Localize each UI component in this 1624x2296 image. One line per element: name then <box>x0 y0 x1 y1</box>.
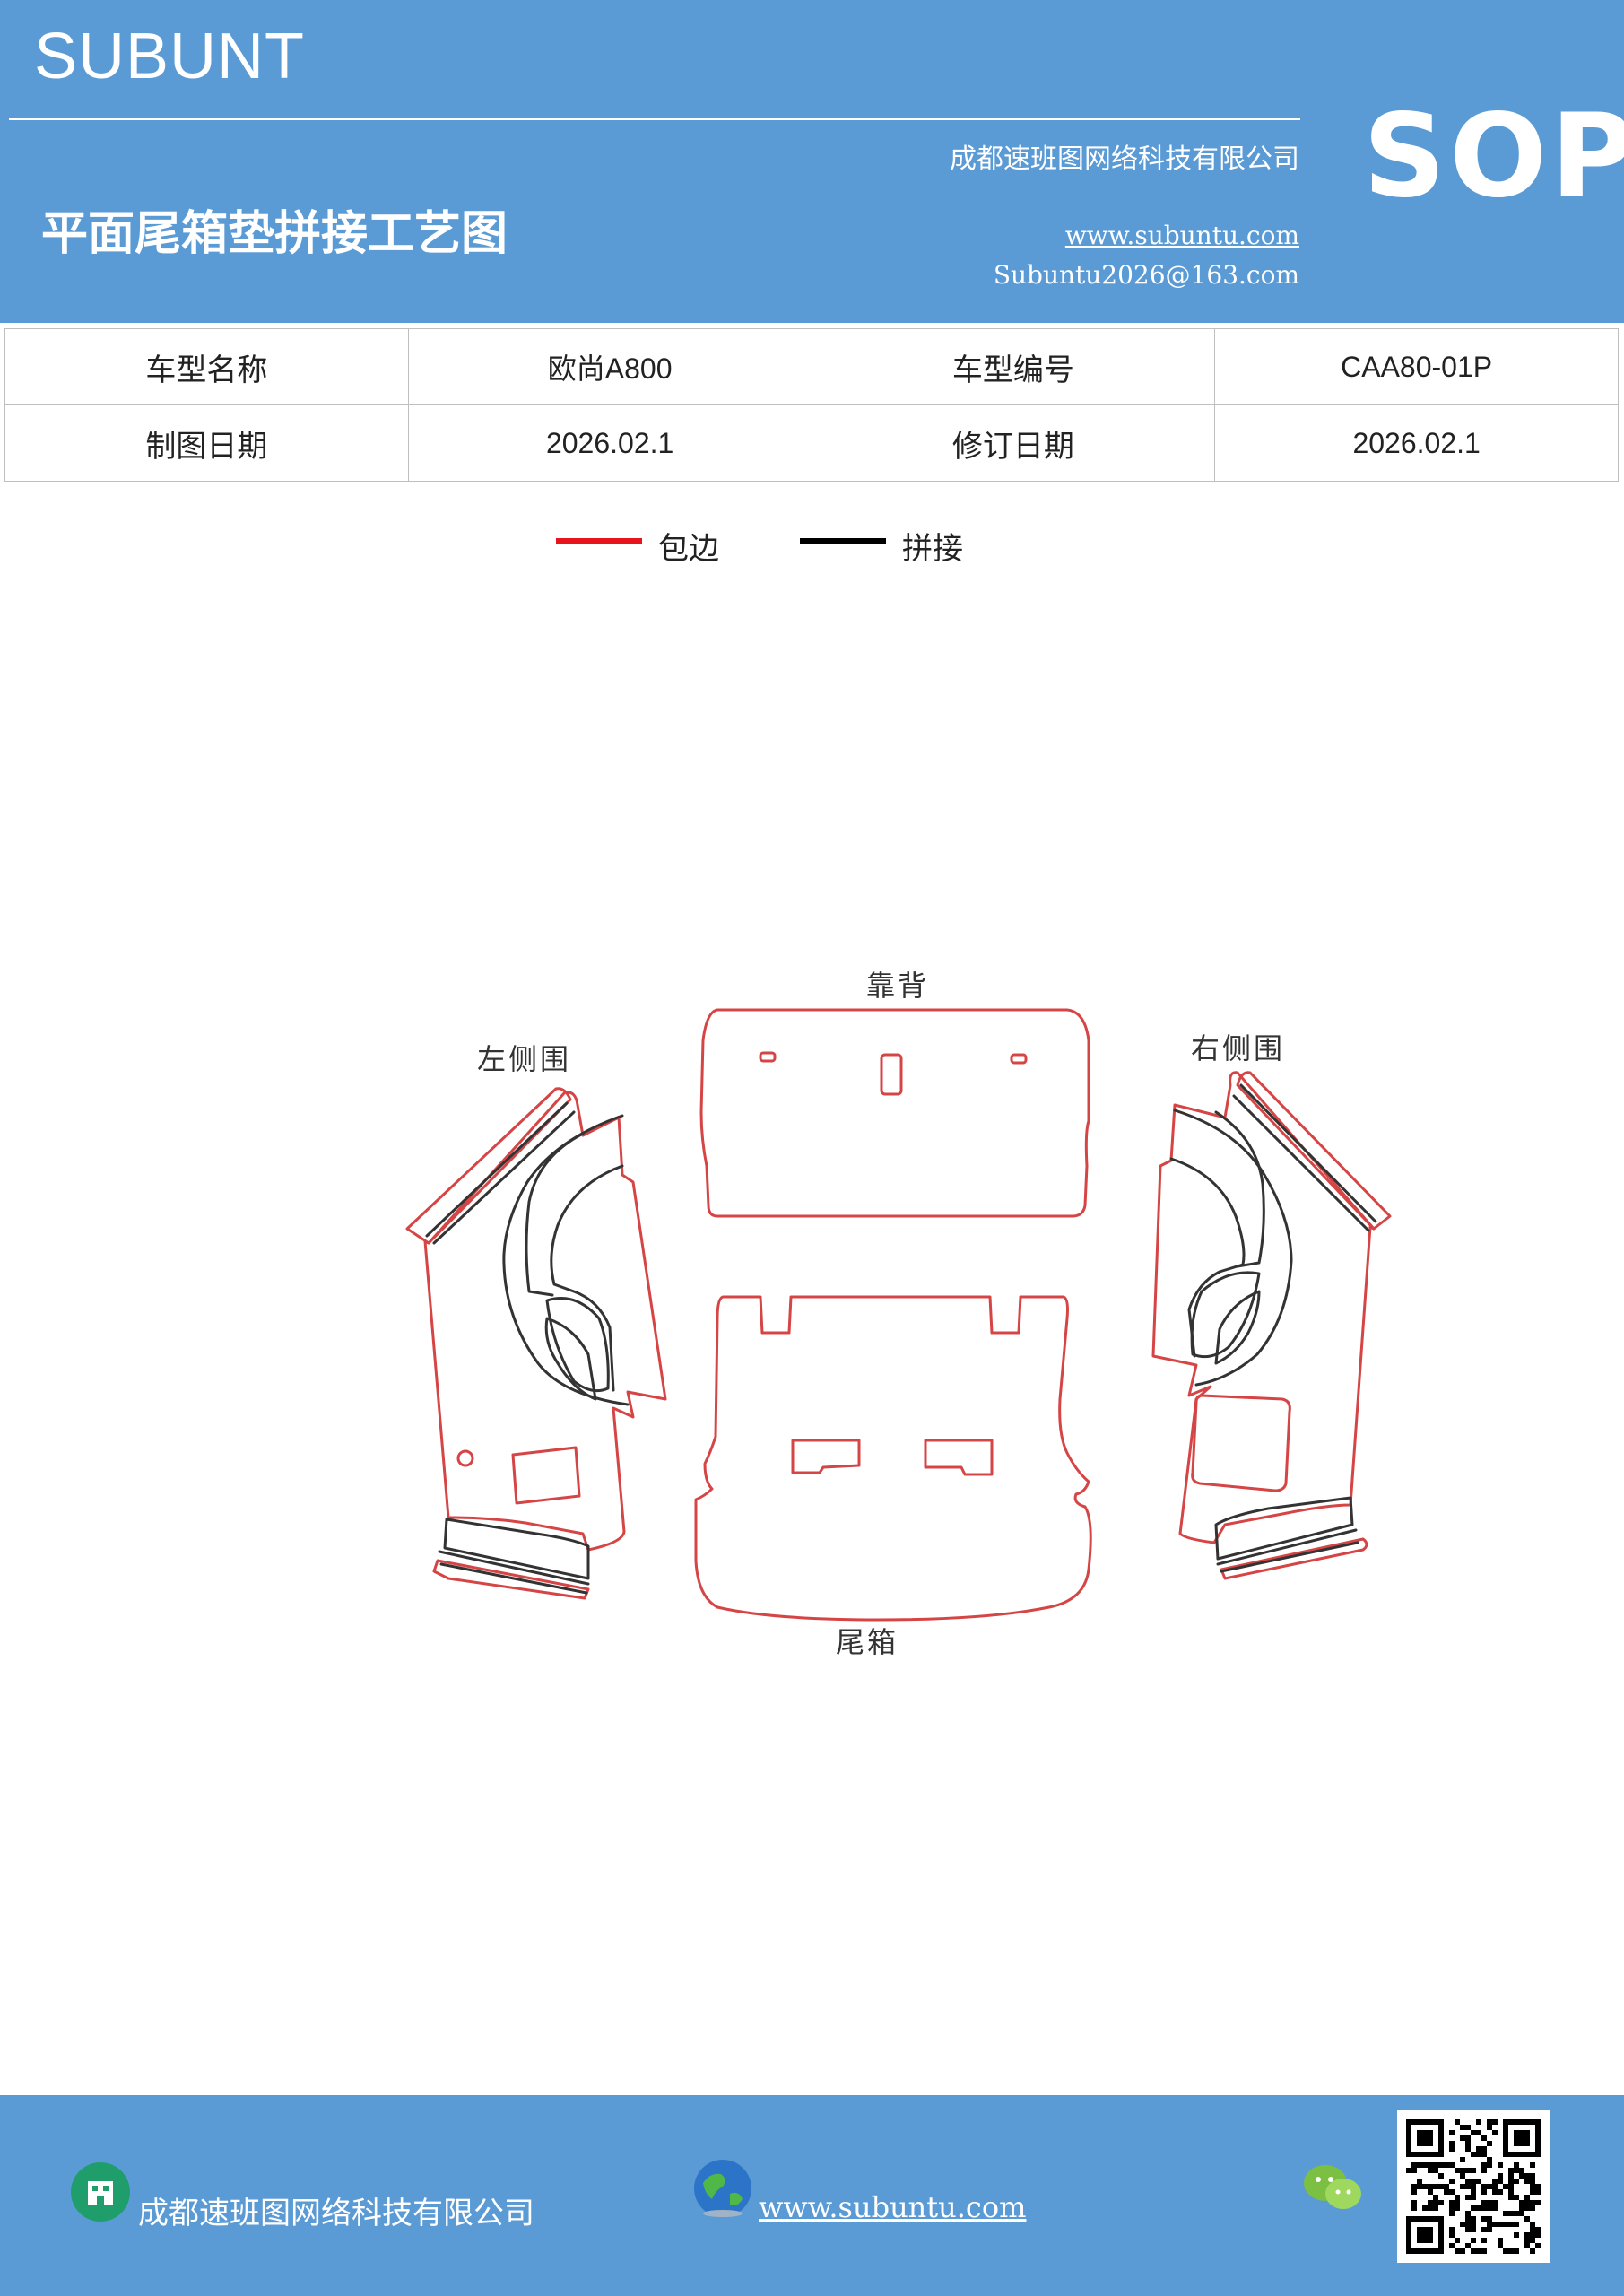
trunk-cutout-right <box>924 1439 994 1476</box>
header-divider <box>9 118 1300 120</box>
website-link[interactable]: www.subuntu.com <box>1064 221 1299 250</box>
right-pocket-b <box>1214 1290 1261 1365</box>
backrest-panel <box>699 1008 1090 1218</box>
right-wheel-arch-outer <box>1173 1109 1293 1387</box>
header-band: SUBUNT 成都速班图网络科技有限公司 平面尾箱垫拼接工艺图 www.subu… <box>0 0 1624 323</box>
qr-code[interactable] <box>1397 2110 1550 2263</box>
revision-date-label: 修订日期 <box>811 404 1216 482</box>
left-side-seam-strip <box>425 1101 576 1245</box>
right-side-label: 右侧围 <box>1191 1031 1286 1065</box>
footer-website-link[interactable]: www.subuntu.com <box>759 2190 1027 2224</box>
left-side-label: 左侧围 <box>477 1042 572 1076</box>
right-side-seam-strip <box>1232 1083 1377 1232</box>
drawing-date-value: 2026.02.1 <box>407 404 812 482</box>
edge-binding-swatch <box>556 538 642 544</box>
left-wheel-arch-seam <box>525 1132 585 1297</box>
left-side-hole <box>456 1449 474 1467</box>
qr-code-image <box>1406 2119 1541 2254</box>
drawing-date-label: 制图日期 <box>4 404 409 482</box>
globe-icon <box>694 2160 751 2217</box>
left-sill-seam <box>438 1550 590 1595</box>
trunk-label: 尾箱 <box>836 1625 899 1659</box>
right-side-strip <box>1236 1071 1392 1231</box>
right-wheel-arch-seam <box>1214 1110 1265 1268</box>
left-side-panel <box>405 1087 667 1600</box>
right-side-cutout <box>1191 1394 1291 1492</box>
table-row: 制图日期 2026.02.1 修订日期 2026.02.1 <box>4 404 1619 482</box>
backrest-slot-center <box>880 1053 903 1096</box>
seam-swatch <box>800 538 886 544</box>
backrest-clip-right <box>1010 1053 1028 1065</box>
footer-company: 成都速班图网络科技有限公司 <box>138 2196 534 2231</box>
left-sill-strip-top <box>443 1518 590 1580</box>
right-side-outline <box>1151 1071 1376 1544</box>
building-icon <box>71 2162 130 2222</box>
trunk-floor-panel <box>694 1295 1092 1622</box>
page-title: 平面尾箱垫拼接工艺图 <box>41 207 508 261</box>
right-side-panel <box>1151 1071 1392 1580</box>
right-sill-strip-bottom <box>1220 1537 1368 1580</box>
brand-name: SUBUNT <box>34 21 306 92</box>
left-pocket-b <box>544 1317 597 1401</box>
left-pocket-a <box>545 1297 610 1393</box>
company-name: 成都速班图网络科技有限公司 <box>950 144 1299 175</box>
backrest-clip-left <box>759 1051 777 1063</box>
right-sill-strip-top <box>1214 1496 1354 1561</box>
vehicle-info-table: 车型名称 欧尚A800 车型编号 CAA80-01P 制图日期 2026.02.… <box>4 328 1619 482</box>
email-address: Subuntu2026@163.com <box>993 260 1299 290</box>
right-pocket-a <box>1190 1271 1261 1359</box>
table-row: 车型名称 欧尚A800 车型编号 CAA80-01P <box>4 328 1619 405</box>
left-wheel-arch-inner <box>550 1164 624 1392</box>
model-name-label: 车型名称 <box>4 328 409 405</box>
model-code-label: 车型编号 <box>811 328 1216 405</box>
trunk-outline <box>694 1295 1092 1622</box>
backrest-outline <box>699 1008 1090 1218</box>
left-sill-strip-bottom <box>432 1559 590 1600</box>
seam-label: 拼接 <box>902 531 963 567</box>
left-side-strip <box>405 1087 572 1245</box>
model-name-value: 欧尚A800 <box>407 328 812 405</box>
model-code-value: CAA80-01P <box>1214 328 1619 405</box>
left-side-cutout <box>511 1446 581 1505</box>
edge-binding-label: 包边 <box>658 531 719 567</box>
backrest-label: 靠背 <box>866 969 930 1003</box>
revision-date-value: 2026.02.1 <box>1214 404 1619 482</box>
right-sill-seam <box>1216 1528 1359 1573</box>
trunk-cutout-left <box>791 1439 861 1474</box>
wechat-icon[interactable] <box>1302 2161 1363 2213</box>
legend: 包边 拼接 <box>556 520 1004 574</box>
left-side-outline <box>423 1091 667 1552</box>
sop-badge: SOP <box>1363 90 1624 223</box>
right-wheel-arch-inner <box>1169 1157 1246 1358</box>
